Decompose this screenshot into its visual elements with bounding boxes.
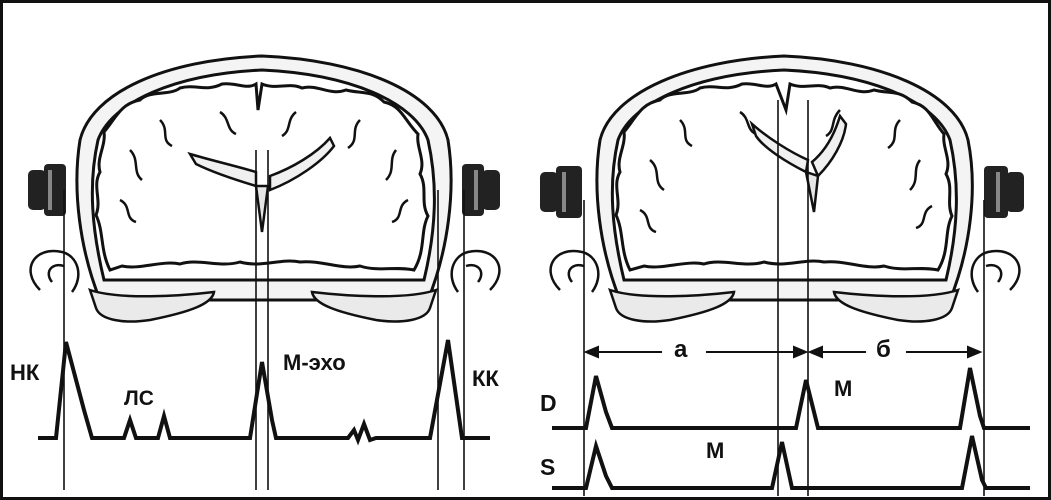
trace-d-line: [552, 368, 1030, 428]
label-near-complex: НК: [10, 362, 39, 384]
left-probe-near: [28, 164, 66, 216]
left-echo-trace: [38, 340, 490, 440]
label-far-complex: КК: [472, 368, 499, 390]
right-head-section: [551, 56, 1020, 322]
left-head-section: [31, 56, 500, 322]
left-ear-far: [452, 251, 500, 292]
label-distance-b: б: [876, 338, 891, 362]
right-ear-far: [972, 251, 1020, 292]
left-ear-near: [31, 251, 79, 292]
label-m-on-d: М: [834, 378, 852, 400]
right-brain-outline: [616, 84, 952, 270]
label-lateral-signals: ЛС: [124, 388, 154, 409]
label-midline-echo: М-эхо: [283, 352, 346, 374]
right-probe-near: [540, 166, 582, 218]
distance-arrows: [586, 347, 980, 357]
label-distance-a: а: [674, 338, 687, 362]
label-m-on-s: М: [706, 440, 724, 462]
right-probe-far: [984, 166, 1024, 218]
left-brain-outline: [96, 84, 428, 270]
label-trace-s: S: [540, 456, 555, 479]
trace-s-line: [552, 436, 1030, 488]
left-probe-far: [462, 164, 500, 216]
label-trace-d: D: [540, 392, 557, 415]
right-ear-near: [551, 251, 599, 292]
